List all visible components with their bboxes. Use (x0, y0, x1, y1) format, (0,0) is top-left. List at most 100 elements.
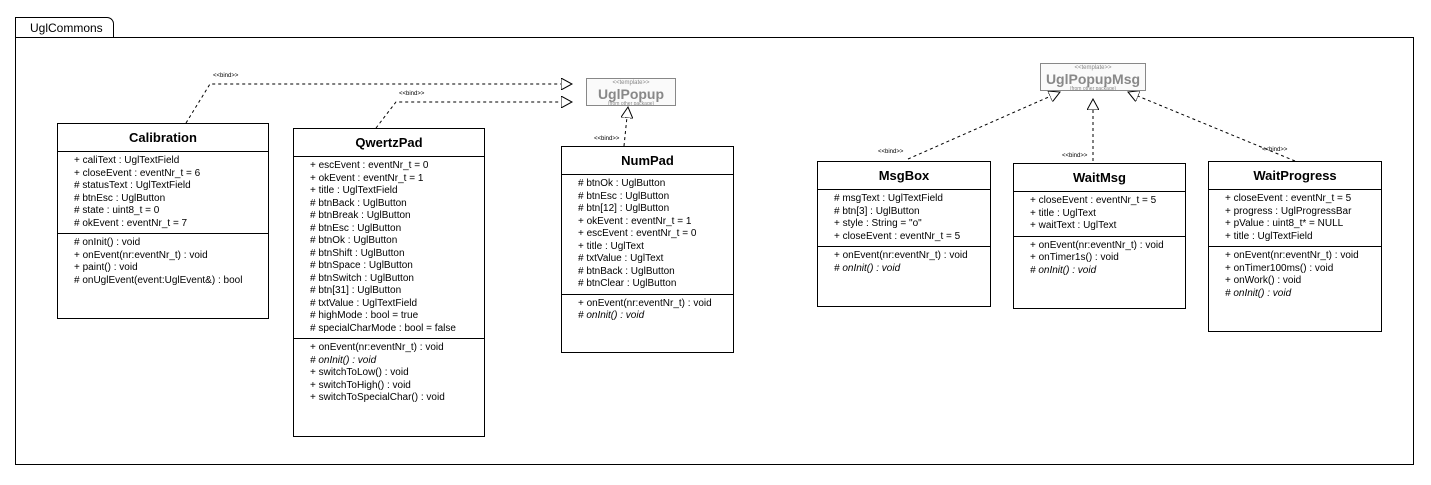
class-waitmsg[interactable]: WaitMsg+ closeEvent : eventNr_t = 5+ tit… (1013, 163, 1186, 309)
attribute-row: + okEvent : eventNr_t = 1 (310, 172, 424, 184)
package-body (15, 37, 1414, 465)
template-uglpopup[interactable]: <<template>> UglPopup (from other packag… (586, 78, 676, 107)
attribute-row: # btnOk : UglButton (310, 235, 398, 246)
attribute-row: # btnOk : UglButton (578, 178, 666, 189)
attribute-row: # btnBreak : UglButton (310, 210, 411, 221)
operation-row: + paint() : void (74, 262, 138, 273)
operation-row: + onEvent(nr:eventNr_t) : void (834, 250, 968, 261)
attribute-row: + escEvent : eventNr_t = 0 (310, 160, 429, 171)
attribute-row: # btn[31] : UglButton (310, 285, 402, 296)
attribute-row: + title : UglText (1030, 207, 1096, 219)
attribute-row: + style : String = "o" (834, 218, 922, 229)
class-msgbox[interactable]: MsgBox# msgText : UglTextField# btn[3] :… (817, 161, 991, 307)
bind-label: <<bind>> (213, 73, 239, 79)
operation-row: + switchToSpecialChar() : void (310, 392, 445, 403)
operation-row: # onInit() : void (1030, 264, 1097, 276)
attribute-row: + escEvent : eventNr_t = 0 (578, 228, 697, 239)
attribute-row: + okEvent : eventNr_t = 1 (578, 215, 692, 227)
class-waitprogress[interactable]: WaitProgress+ closeEvent : eventNr_t = 5… (1208, 161, 1382, 332)
bind-link-numpad (624, 107, 628, 147)
package-tab: UglCommons (15, 17, 114, 38)
template-name: UglPopupMsg (1045, 71, 1141, 87)
operation-row: + onTimer1s() : void (1030, 252, 1119, 263)
operation-row: + onWork() : void (1225, 275, 1302, 286)
attribute-row: # statusText : UglTextField (74, 180, 191, 191)
attribute-compartment: # msgText : UglTextField# btn[3] : UglBu… (818, 190, 990, 247)
class-name: MsgBox (818, 162, 990, 190)
attribute-compartment: + closeEvent : eventNr_t = 5+ title : Ug… (1014, 192, 1185, 237)
operation-compartment: + onEvent(nr:eventNr_t) : void# onInit()… (818, 247, 990, 278)
operation-row: + switchToHigh() : void (310, 379, 411, 391)
operation-row: # onUglEvent(event:UglEvent&) : bool (74, 274, 243, 286)
attribute-row: # txtValue : UglTextField (310, 297, 418, 309)
attribute-row: + title : UglText (578, 240, 644, 252)
class-name: NumPad (562, 147, 733, 175)
operation-row: + onEvent(nr:eventNr_t) : void (310, 342, 444, 353)
attribute-row: + closeEvent : eventNr_t = 5 (1030, 195, 1157, 206)
attribute-compartment: + escEvent : eventNr_t = 0+ okEvent : ev… (294, 157, 484, 339)
package-name: UglCommons (30, 21, 103, 35)
template-source: (from other package) (607, 101, 655, 107)
attribute-row: # btnBack : UglButton (310, 197, 407, 209)
operation-row: # onInit() : void (578, 310, 645, 321)
class-name: QwertzPad (294, 129, 484, 157)
operation-row: # onInit() : void (834, 262, 901, 274)
template-stereotype: <<template>> (612, 80, 650, 86)
attribute-row: # btn[3] : UglButton (834, 205, 920, 217)
operation-compartment: + onEvent(nr:eventNr_t) : void# onInit()… (294, 339, 484, 408)
operation-compartment: # onInit() : void+ onEvent(nr:eventNr_t)… (58, 234, 268, 290)
attribute-row: + title : UglTextField (1225, 230, 1313, 242)
class-name: WaitMsg (1014, 164, 1185, 192)
attribute-row: # btnClear : UglButton (578, 278, 677, 289)
attribute-row: + caliText : UglTextField (74, 155, 180, 166)
operation-row: # onInit() : void (1225, 287, 1292, 299)
attribute-row: # btnSwitch : UglButton (310, 272, 414, 284)
attribute-compartment: # btnOk : UglButton# btnEsc : UglButton#… (562, 175, 733, 295)
attribute-row: # okEvent : eventNr_t = 7 (74, 217, 188, 229)
template-uglpopupmsg[interactable]: <<template>> UglPopupMsg (from other pac… (1040, 63, 1146, 92)
template-source: (from other package) (1069, 86, 1117, 92)
class-numpad[interactable]: NumPad# btnOk : UglButton# btnEsc : UglB… (561, 146, 734, 353)
attribute-row: # state : uint8_t = 0 (74, 205, 160, 216)
operation-compartment: + onEvent(nr:eventNr_t) : void+ onTimer1… (1014, 237, 1185, 281)
attribute-row: # btnEsc : UglButton (578, 190, 670, 202)
bind-label: <<bind>> (1062, 153, 1088, 159)
class-name: WaitProgress (1209, 162, 1381, 190)
operation-row: + onEvent(nr:eventNr_t) : void (1030, 239, 1164, 251)
bind-label: <<bind>> (594, 136, 620, 142)
attribute-compartment: + closeEvent : eventNr_t = 5+ progress :… (1209, 190, 1381, 247)
attribute-row: # txtValue : UglText (578, 253, 664, 264)
attribute-row: + closeEvent : eventNr_t = 6 (74, 167, 201, 179)
template-stereotype: <<template>> (1074, 65, 1112, 71)
attribute-row: # highMode : bool = true (310, 310, 419, 321)
operation-row: + switchToLow() : void (310, 367, 409, 378)
operation-compartment: + onEvent(nr:eventNr_t) : void+ onTimer1… (1209, 247, 1381, 303)
attribute-compartment: + caliText : UglTextField+ closeEvent : … (58, 152, 268, 234)
operation-row: # onInit() : void (74, 237, 141, 248)
attribute-row: # btn[12] : UglButton (578, 203, 670, 214)
bind-link-waitprogress (1128, 92, 1296, 162)
attribute-row: # msgText : UglTextField (834, 193, 943, 204)
attribute-row: # btnBack : UglButton (578, 265, 675, 277)
class-calibration[interactable]: Calibration+ caliText : UglTextField+ cl… (57, 123, 269, 319)
attribute-row: + waitText : UglText (1030, 220, 1117, 231)
class-name: Calibration (58, 124, 268, 152)
operation-row: + onTimer100ms() : void (1225, 262, 1334, 274)
bind-label: <<bind>> (878, 149, 904, 155)
attribute-row: + pValue : uint8_t* = NULL (1225, 218, 1344, 229)
bind-label: <<bind>> (1262, 147, 1288, 153)
operation-row: + onEvent(nr:eventNr_t) : void (74, 249, 208, 261)
attribute-row: # btnShift : UglButton (310, 247, 405, 259)
bind-label: <<bind>> (399, 91, 425, 97)
bind-link-qwertzpad (375, 102, 572, 129)
attribute-row: # btnEsc : UglButton (310, 222, 402, 234)
template-name: UglPopup (597, 86, 665, 102)
operation-row: # onInit() : void (310, 354, 377, 366)
class-qwertzpad[interactable]: QwertzPad+ escEvent : eventNr_t = 0+ okE… (293, 128, 485, 437)
attribute-row: + closeEvent : eventNr_t = 5 (834, 230, 961, 242)
operation-row: + onEvent(nr:eventNr_t) : void (1225, 250, 1359, 261)
attribute-row: # specialCharMode : bool = false (310, 322, 456, 334)
attribute-row: + closeEvent : eventNr_t = 5 (1225, 193, 1352, 204)
attribute-row: + progress : UglProgressBar (1225, 205, 1352, 217)
